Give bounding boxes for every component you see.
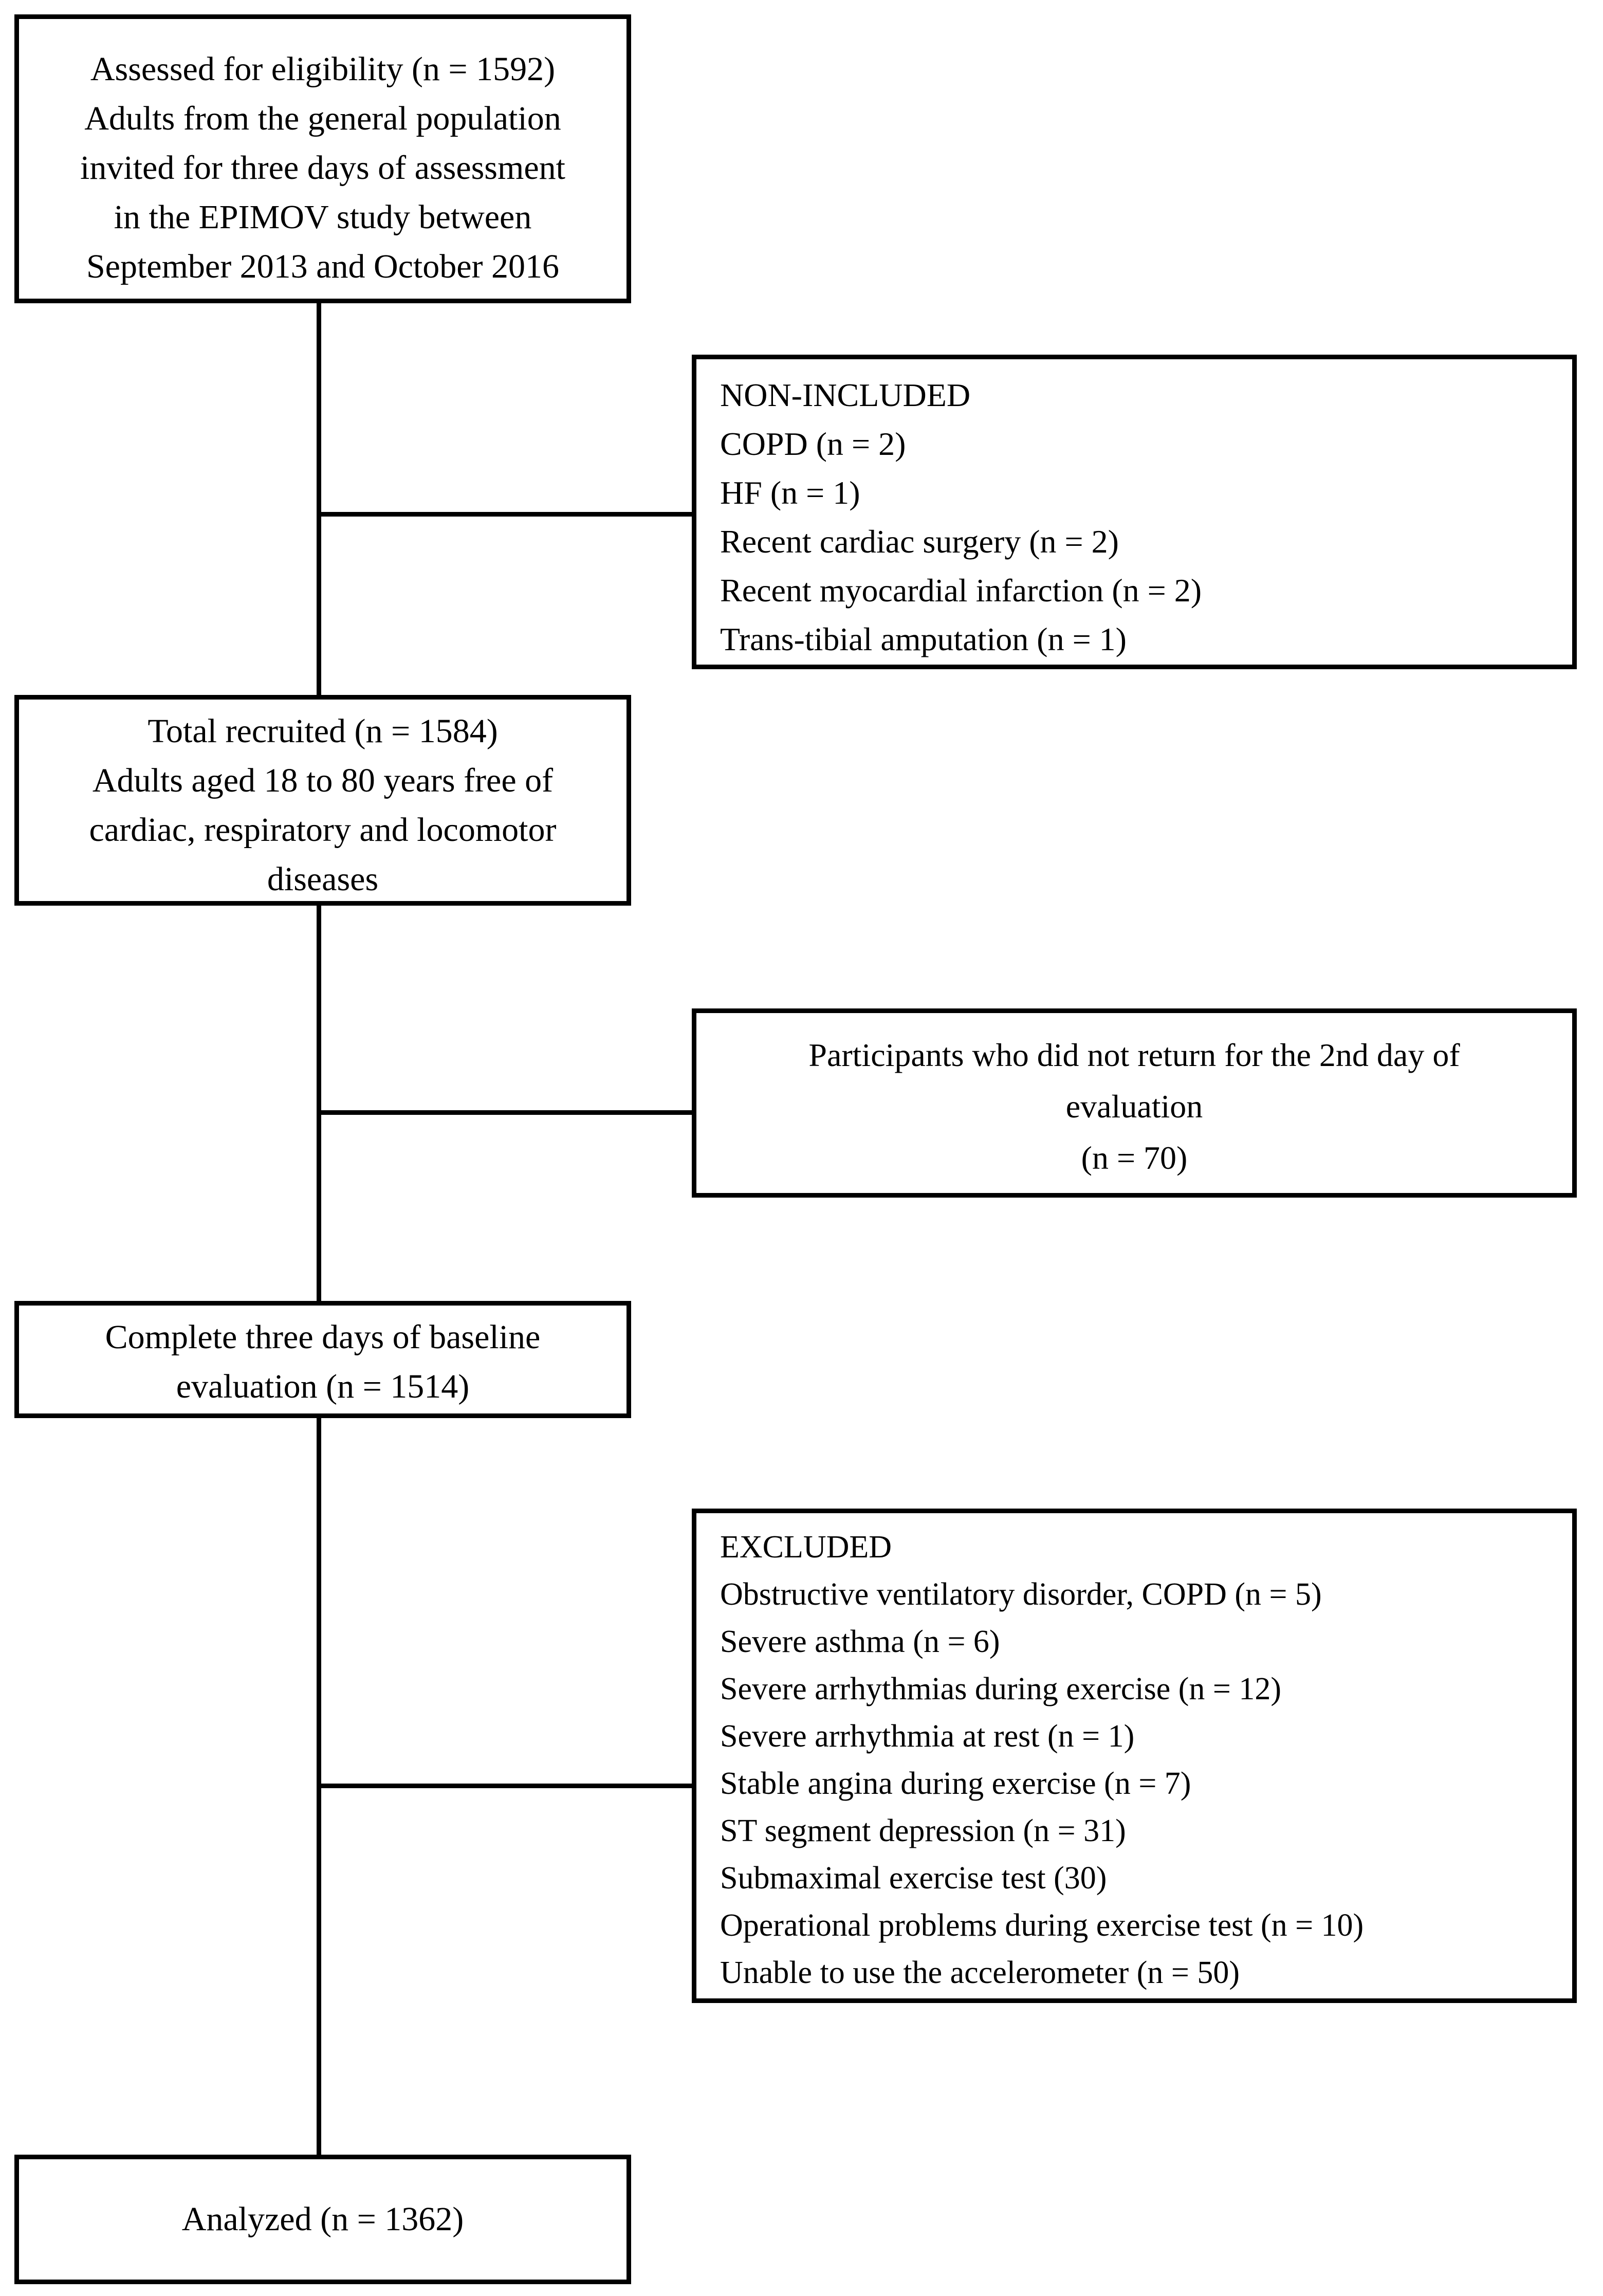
text-line: evaluation (n = 1514)	[176, 1368, 470, 1405]
text-line: Complete three days of baseline	[105, 1318, 541, 1356]
text-line: Unable to use the accelerometer (n = 50)	[720, 1955, 1240, 1990]
text-line: September 2013 and October 2016	[86, 248, 560, 285]
text-line: ST segment depression (n = 31)	[720, 1813, 1126, 1848]
connector-branch-no-return	[319, 1110, 693, 1115]
text-line: invited for three days of assessment	[80, 149, 565, 187]
text-line: in the EPIMOV study between	[114, 198, 532, 236]
text-line: Adults aged 18 to 80 years free of	[92, 762, 554, 799]
box-non-included: NON-INCLUDED COPD (n = 2) HF (n = 1) Rec…	[692, 355, 1577, 669]
box-assessed-for-eligibility: Assessed for eligibility (n = 1592) Adul…	[14, 14, 631, 303]
text-line: Total recruited (n = 1584)	[148, 712, 498, 750]
connector-branch-non-included	[319, 512, 693, 517]
box-total-recruited: Total recruited (n = 1584) Adults aged 1…	[14, 695, 631, 906]
text-line: COPD (n = 2)	[720, 426, 906, 462]
text-line: evaluation	[1065, 1088, 1203, 1125]
text-line: Recent myocardial infarction (n = 2)	[720, 572, 1202, 609]
text-line: Stable angina during exercise (n = 7)	[720, 1766, 1191, 1801]
text-line: cardiac, respiratory and locomotor	[89, 811, 557, 849]
text-line: Severe asthma (n = 6)	[720, 1624, 1000, 1659]
box-excluded: EXCLUDED Obstructive ventilatory disorde…	[692, 1509, 1577, 2003]
connector-recruited-to-baseline	[317, 905, 321, 1302]
box-did-not-return: Participants who did not return for the …	[692, 1008, 1577, 1198]
text-line: Obstructive ventilatory disorder, COPD (…	[720, 1577, 1322, 1612]
connector-branch-excluded	[319, 1784, 693, 1788]
text-line: Analyzed (n = 1362)	[181, 2200, 464, 2238]
text-line: Severe arrhythmias during exercise (n = …	[720, 1672, 1282, 1706]
text-line: diseases	[267, 860, 379, 898]
text-line: NON-INCLUDED	[720, 377, 971, 413]
text-line: Operational problems during exercise tes…	[720, 1908, 1364, 1943]
text-line: HF (n = 1)	[720, 474, 860, 511]
connector-assessed-to-recruited	[317, 302, 321, 696]
text-line: Submaximal exercise test (30)	[720, 1861, 1107, 1896]
text-line: Participants who did not return for the …	[808, 1037, 1460, 1073]
box-baseline-evaluation: Complete three days of baseline evaluati…	[14, 1301, 631, 1418]
text-line: (n = 70)	[1081, 1140, 1188, 1176]
text-line: Recent cardiac surgery (n = 2)	[720, 523, 1119, 560]
text-line: Trans-tibial amputation (n = 1)	[720, 621, 1127, 657]
text-line: Assessed for eligibility (n = 1592)	[90, 50, 556, 88]
text-line: EXCLUDED	[720, 1530, 892, 1565]
box-analyzed: Analyzed (n = 1362)	[14, 2155, 631, 2284]
text-line: Severe arrhythmia at rest (n = 1)	[720, 1719, 1135, 1754]
text-line: Adults from the general population	[84, 100, 561, 137]
